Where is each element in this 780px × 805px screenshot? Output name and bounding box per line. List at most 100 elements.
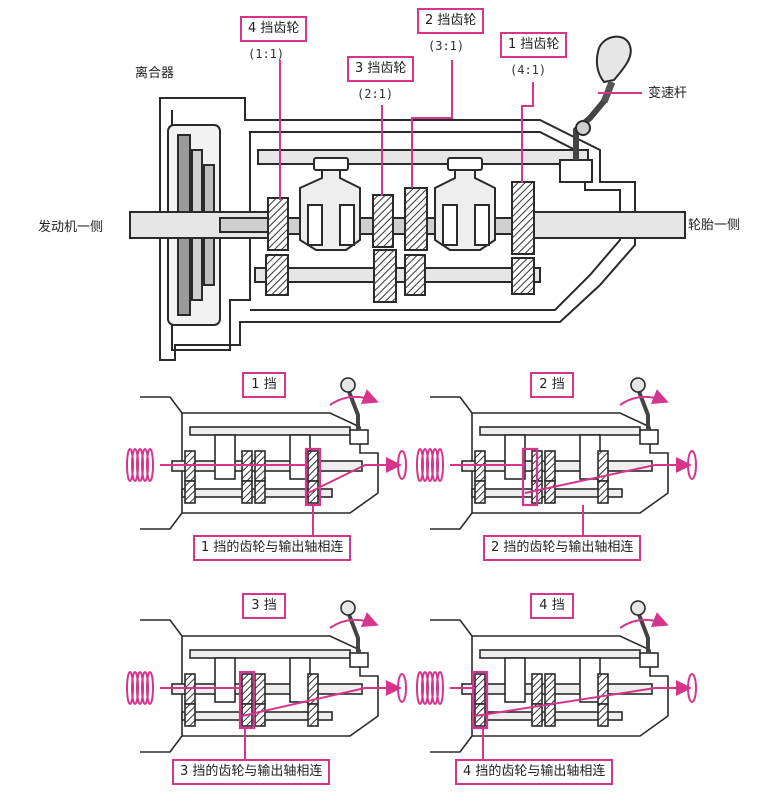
gear-4-main	[267, 197, 289, 251]
panel-gear-1	[474, 673, 486, 705]
panel-output-rotation	[397, 450, 407, 480]
panel-lever-base	[349, 429, 369, 445]
gear-2-counter	[404, 254, 426, 296]
panel-lever-base	[639, 429, 659, 445]
gear-1-counter	[511, 257, 535, 295]
panel-3-title: 3 挡	[242, 593, 286, 619]
gear-4-counter	[265, 254, 289, 296]
gear-panel-4	[416, 600, 697, 760]
panel-gear-2	[531, 673, 543, 705]
panel-lever-knob	[340, 600, 356, 616]
panel-counter-gear-4	[307, 703, 319, 727]
panel-3-caption: 3 挡的齿轮与输出轴相连	[172, 759, 331, 785]
gear-label-leaders	[279, 60, 642, 200]
lever-knob	[595, 35, 632, 84]
panel-lever-arrow	[329, 389, 379, 406]
gear-2-label: 2 挡齿轮	[417, 8, 485, 34]
gear-panel-1	[126, 377, 407, 537]
panel-fork-2	[579, 657, 601, 703]
panel-lever-base	[349, 652, 369, 668]
panel-counter-gear-1	[184, 703, 196, 727]
panel-4-title: 4 挡	[530, 593, 574, 619]
panel-fork-1	[214, 434, 236, 480]
panel-casing-body	[182, 412, 379, 514]
panel-1-title: 1 挡	[242, 372, 286, 398]
main-transmission	[129, 35, 686, 361]
panel-lever-arrow	[329, 612, 379, 629]
gear-3-label: 3 挡齿轮	[347, 56, 415, 82]
panel-2-title: 2 挡	[530, 372, 574, 398]
panel-lever-arrow	[619, 612, 669, 629]
panel-gear-3	[254, 673, 266, 705]
panel-engaged-gear	[238, 670, 256, 730]
gear-1-label: 1 挡齿轮	[500, 32, 568, 58]
panel-lever-arrow	[619, 389, 669, 406]
panel-lever-base	[639, 652, 659, 668]
panel-output-flow	[307, 457, 402, 494]
panel-output-flow	[241, 680, 402, 717]
gear-4-label: 4 挡齿轮	[240, 16, 308, 42]
selector-rail	[257, 149, 589, 165]
gear-4-ratio: (1:1)	[248, 47, 285, 61]
casing-inner	[171, 110, 621, 351]
panel-fork-1	[504, 657, 526, 703]
panel-fork-2	[579, 434, 601, 480]
panel-casing-body	[472, 412, 669, 514]
gear-panel-2	[416, 377, 697, 537]
panel-spring-coil	[146, 671, 154, 705]
gear-panel-3	[126, 600, 407, 760]
panel-output-rotation	[687, 450, 697, 480]
panel-2-caption: 2 挡的齿轮与输出轴相连	[483, 535, 642, 561]
panel-engaged-gear	[521, 447, 539, 507]
shift-lever	[559, 35, 632, 183]
panel-gear-3	[544, 450, 556, 482]
gear-3-ratio: (2:1)	[357, 87, 394, 101]
panel-counter-gear-2	[241, 480, 253, 504]
panel-counter-gear-2	[531, 703, 543, 727]
panel-gear-4	[597, 673, 609, 705]
panel-counter-gear-1	[474, 480, 486, 504]
engine-side-label: 发动机一侧	[38, 220, 104, 235]
panel-output-rotation	[397, 673, 407, 703]
panel-spring-coil	[146, 448, 154, 482]
panel-fork-2	[289, 657, 311, 703]
gear-3-main	[372, 194, 394, 248]
panel-gear-4	[307, 450, 319, 482]
gear-1-ratio: (4:1)	[510, 63, 547, 77]
panel-counter-gear-4	[597, 480, 609, 504]
panel-output-rotation	[687, 673, 697, 703]
gear-1-main	[511, 181, 535, 255]
panel-counter-gear-3	[254, 703, 266, 727]
panel-1-caption: 1 挡的齿轮与输出轴相连	[193, 535, 352, 561]
panel-casing-body	[472, 635, 669, 737]
panel-fork-1	[504, 434, 526, 480]
panel-counter-gear-3	[544, 480, 556, 504]
shift-lever-label: 变速杆	[648, 86, 688, 101]
panel-counter-gear-3	[544, 703, 556, 727]
panel-counter-gear-1	[184, 480, 196, 504]
panel-selector-rail	[479, 649, 641, 659]
panel-selector-rail	[189, 649, 351, 659]
panel-lever-knob	[340, 377, 356, 393]
tire-side-label: 轮胎一侧	[688, 218, 741, 233]
panel-output-flow	[474, 680, 692, 717]
gear-3-counter	[373, 249, 397, 303]
panel-gear-3	[544, 673, 556, 705]
panel-gear-2	[241, 673, 253, 705]
gear-2-ratio: (3:1)	[428, 39, 465, 53]
panel-lever-knob	[630, 600, 646, 616]
panel-engaged-gear	[471, 670, 489, 730]
panel-output-flow	[524, 457, 692, 494]
panel-lever-knob	[630, 377, 646, 393]
counter-shaft	[254, 267, 541, 283]
output-shaft	[519, 211, 686, 239]
panel-counter-gear-3	[254, 480, 266, 504]
panel-spring-coil	[436, 448, 444, 482]
panel-selector-rail	[189, 426, 351, 436]
panel-fork-1	[214, 657, 236, 703]
panel-counter-gear-4	[597, 703, 609, 727]
gear-2-main	[404, 187, 428, 251]
panel-casing-body	[182, 635, 379, 737]
panel-4-caption: 4 挡的齿轮与输出轴相连	[455, 759, 614, 785]
